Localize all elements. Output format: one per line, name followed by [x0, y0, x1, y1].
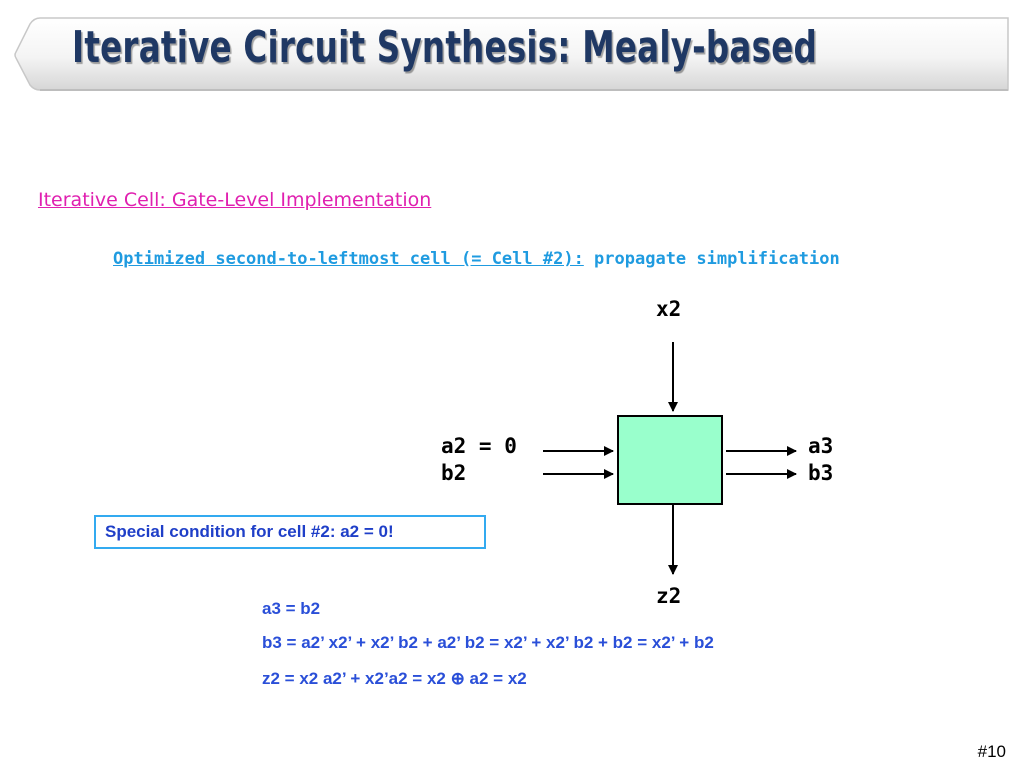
equation-z2: z2 = x2 a2’ + x2’a2 = x2 ⊕ a2 = x2 — [262, 669, 527, 688]
label-b2: b2 — [441, 461, 467, 485]
equation-a3: a3 = b2 — [262, 599, 321, 618]
label-a3: a3 — [808, 434, 834, 458]
subheading: Optimized second-to-leftmost cell (= Cel… — [113, 249, 840, 269]
label-b3: b3 — [808, 461, 834, 485]
iterative-cell-box — [617, 415, 723, 505]
subheading-rest: propagate simplification — [583, 249, 840, 269]
special-condition-callout: Special condition for cell #2: a2 = 0! — [94, 515, 486, 549]
slide-title: Iterative Circuit Synthesis: Mealy-based — [72, 22, 818, 73]
section-heading[interactable]: Iterative Cell: Gate-Level Implementatio… — [38, 189, 432, 211]
label-a2: a2 = 0 — [441, 434, 517, 458]
equation-b3: b3 = a2’ x2’ + x2’ b2 + a2’ b2 = x2’ + x… — [262, 633, 714, 652]
label-x2: x2 — [656, 297, 682, 321]
title-banner — [14, 17, 1009, 91]
subheading-underlined[interactable]: Optimized second-to-leftmost cell (= Cel… — [113, 249, 584, 269]
page-number: #10 — [977, 742, 1006, 761]
label-z2: z2 — [656, 584, 682, 608]
